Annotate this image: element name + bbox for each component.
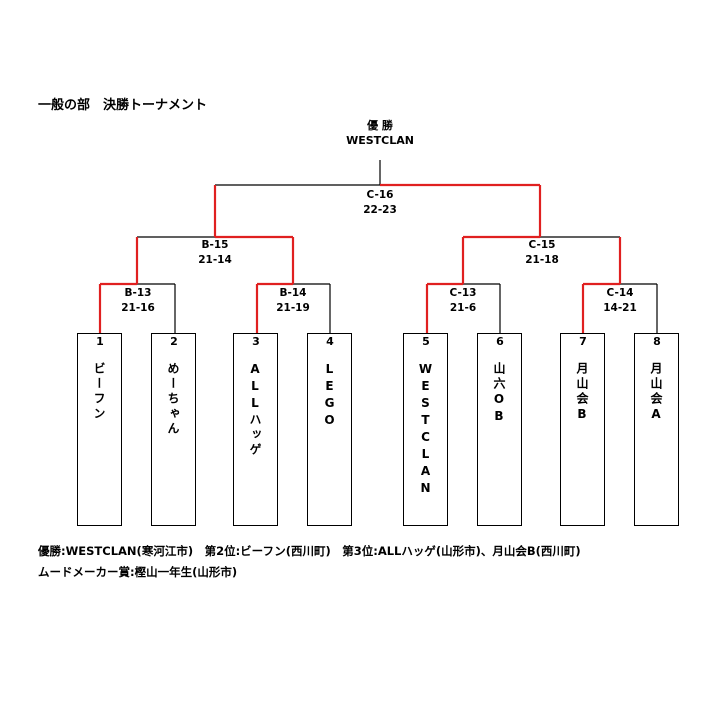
team-seed: 3 bbox=[252, 335, 260, 348]
team-box-3: 3 ALLハッゲ bbox=[233, 333, 278, 526]
results-line-1: 優勝:WESTCLAN(寒河江市) 第2位:ビーフン(西川町) 第3位:ALLハ… bbox=[38, 544, 581, 558]
match-c14: C-14 14-21 bbox=[580, 286, 660, 316]
match-c13: C-13 21-6 bbox=[423, 286, 503, 316]
match-id: B-15 bbox=[201, 239, 229, 251]
champion-name: WESTCLAN bbox=[346, 134, 414, 147]
match-score: 21-6 bbox=[449, 302, 477, 314]
team-box-2: 2 めーちゃん bbox=[151, 333, 196, 526]
match-id: C-15 bbox=[528, 239, 556, 251]
match-b15: B-15 21-14 bbox=[175, 238, 255, 268]
champion-label: 優 勝 bbox=[367, 119, 393, 132]
match-id: B-14 bbox=[279, 287, 307, 299]
team-name: めーちゃん bbox=[166, 362, 180, 437]
results-line-2: ムードメーカー賞:樫山一年生(山形市) bbox=[38, 565, 238, 579]
match-c16: C-16 22-23 bbox=[340, 188, 420, 218]
team-seed: 1 bbox=[96, 335, 104, 348]
match-score: 21-14 bbox=[198, 254, 232, 266]
match-c15: C-15 21-18 bbox=[502, 238, 582, 268]
team-seed: 2 bbox=[170, 335, 178, 348]
page-title: 一般の部 決勝トーナメント bbox=[38, 98, 208, 113]
match-score: 22-23 bbox=[363, 204, 397, 216]
champion-header: 優 勝 WESTCLAN bbox=[330, 118, 430, 148]
team-box-4: 4 LEGO bbox=[307, 333, 352, 526]
team-seed: 5 bbox=[422, 335, 430, 348]
team-box-1: 1 ビーフン bbox=[77, 333, 122, 526]
team-seed: 6 bbox=[496, 335, 504, 348]
match-id: C-14 bbox=[606, 287, 634, 299]
team-seed: 7 bbox=[579, 335, 587, 348]
team-name: 月山会A bbox=[649, 362, 663, 424]
team-box-6: 6 山六OB bbox=[477, 333, 522, 526]
match-id: C-16 bbox=[366, 189, 394, 201]
team-name: 月山会B bbox=[575, 362, 589, 424]
match-score: 21-16 bbox=[121, 302, 155, 314]
team-seed: 8 bbox=[653, 335, 661, 348]
team-name: LEGO bbox=[322, 362, 337, 430]
match-score: 21-18 bbox=[525, 254, 559, 266]
match-score: 21-19 bbox=[276, 302, 310, 314]
team-name: ビーフン bbox=[92, 362, 106, 422]
team-box-5: 5 WESTCLAN bbox=[403, 333, 448, 526]
team-seed: 4 bbox=[326, 335, 334, 348]
match-id: B-13 bbox=[124, 287, 152, 299]
match-b13: B-13 21-16 bbox=[98, 286, 178, 316]
team-name: WESTCLAN bbox=[418, 362, 433, 498]
match-id: C-13 bbox=[449, 287, 477, 299]
match-b14: B-14 21-19 bbox=[253, 286, 333, 316]
team-name: ALLハッゲ bbox=[248, 362, 262, 458]
team-box-7: 7 月山会B bbox=[560, 333, 605, 526]
team-name: 山六OB bbox=[492, 362, 506, 426]
match-score: 14-21 bbox=[603, 302, 637, 314]
team-box-8: 8 月山会A bbox=[634, 333, 679, 526]
